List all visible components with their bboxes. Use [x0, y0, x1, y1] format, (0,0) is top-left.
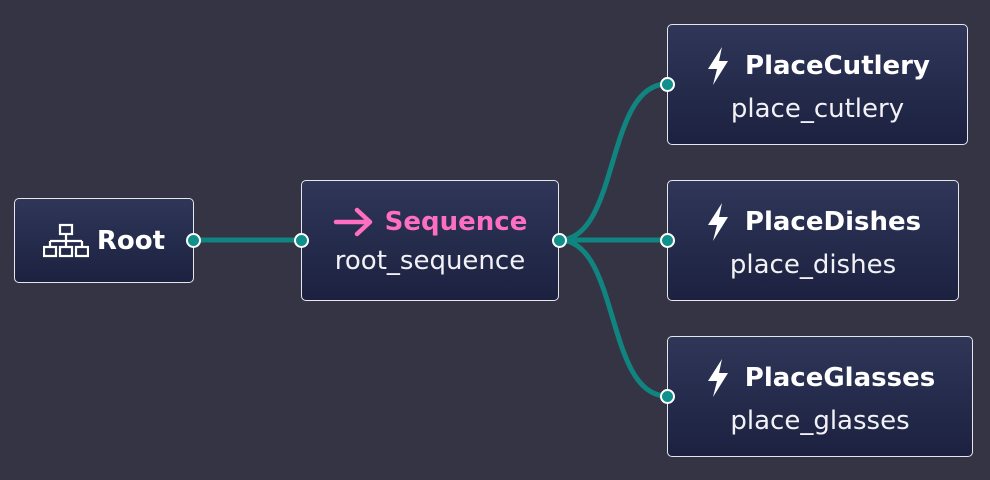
- lightning-icon: [705, 202, 731, 242]
- place-glasses-input-port[interactable]: [659, 388, 675, 404]
- lightning-icon: [705, 358, 731, 398]
- sequence-node-header: Sequence: [333, 206, 528, 238]
- place-cutlery-input-port[interactable]: [659, 76, 675, 92]
- place-dishes-node[interactable]: PlaceDishes place_dishes: [667, 180, 959, 301]
- sequence-node-title: Sequence: [384, 206, 528, 237]
- place-cutlery-node[interactable]: PlaceCutlery place_cutlery: [667, 24, 968, 145]
- root-node-header: Root: [42, 223, 166, 259]
- arrow-right-icon: [333, 206, 375, 238]
- place-dishes-input-port[interactable]: [659, 232, 675, 248]
- place-glasses-header: PlaceGlasses: [705, 358, 935, 398]
- place-cutlery-subtitle: place_cutlery: [730, 93, 905, 124]
- root-output-port[interactable]: [185, 232, 201, 248]
- edge-sequence-place-cutlery: [556, 81, 670, 243]
- place-glasses-subtitle: place_glasses: [730, 405, 910, 436]
- hierarchy-icon: [42, 223, 89, 259]
- place-glasses-node[interactable]: PlaceGlasses place_glasses: [667, 336, 973, 457]
- sequence-output-port[interactable]: [551, 232, 567, 248]
- place-glasses-title: PlaceGlasses: [744, 362, 936, 393]
- place-dishes-header: PlaceDishes: [705, 202, 921, 242]
- root-node[interactable]: Root: [14, 198, 194, 283]
- place-dishes-subtitle: place_dishes: [729, 249, 897, 280]
- sequence-node-subtitle: root_sequence: [334, 245, 526, 276]
- root-node-title: Root: [96, 225, 166, 256]
- place-cutlery-title: PlaceCutlery: [745, 50, 930, 81]
- place-dishes-title: PlaceDishes: [744, 206, 922, 237]
- edge-sequence-place-glasses: [556, 237, 670, 399]
- place-cutlery-header: PlaceCutlery: [705, 46, 930, 86]
- sequence-input-port[interactable]: [293, 232, 309, 248]
- lightning-icon: [705, 46, 731, 86]
- sequence-node[interactable]: Sequence root_sequence: [301, 180, 559, 301]
